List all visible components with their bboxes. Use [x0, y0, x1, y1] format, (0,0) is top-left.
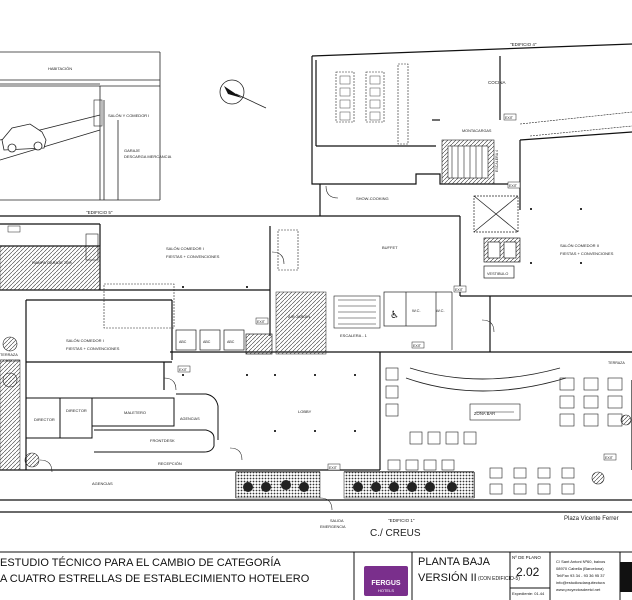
room-zona-bar: ZONA BAR: [474, 411, 495, 416]
room-salon-ii-sub: FIESTAS + CONVENCIONES: [560, 251, 614, 256]
plano-number: 2.02: [516, 565, 540, 579]
hatched-walls: [0, 245, 475, 499]
room-vestibulo: VESTIBULO: [487, 272, 508, 276]
room-rampa: RAMPA GARAJE 20%: [32, 260, 72, 265]
fergus-logo: FERGUS HOTELS: [364, 566, 408, 596]
wc-block: [383, 291, 453, 350]
room-recepcion: RECEPCIÓN: [158, 461, 182, 466]
expediente: Expediente: 01.44: [512, 591, 545, 596]
logo-name: FERGUS: [371, 580, 401, 587]
exit-3: EXIT: [455, 288, 464, 292]
room-salon-i-top-title: SALÓN COMEDOR I: [166, 246, 204, 251]
exit-6: EXIT: [179, 368, 188, 372]
section-garage: [0, 51, 161, 201]
plants: [243, 480, 457, 492]
label-salida: SALIDA: [330, 519, 344, 523]
room-cocina: COCINA: [488, 80, 506, 85]
room-lobby: LOBBY: [298, 409, 312, 414]
exit-1: EXIT: [505, 116, 514, 120]
room-terraza-left-sub: COMEDOR: [0, 359, 20, 363]
plan-version: VERSIÓN II: [418, 572, 477, 584]
abc-label-1: ABC: [179, 340, 187, 344]
office-block: [25, 393, 219, 453]
stairs-4: [441, 139, 495, 185]
study-title-line2: A CUATRO ESTRELLAS DE ESTABLECIMIENTO HO…: [0, 573, 310, 585]
plano-label: Nº DE PLANO: [512, 555, 541, 560]
exit-2: EXIT: [509, 184, 518, 188]
address-5: www.proyectosdeetcl.net: [556, 587, 601, 592]
room-show-cooking: SHOW-COOKING: [356, 196, 389, 201]
room-director-1: DIRECTOR: [34, 417, 55, 422]
room-salon-comedor-top: SALÓN Y COMEDOR I: [108, 113, 149, 118]
abc-label-3: ABC: [227, 340, 235, 344]
room-garaje: GARAJE: [124, 148, 140, 153]
room-agencias: AGENCIAS: [92, 481, 113, 486]
stairs-1: [333, 295, 381, 329]
label-street: C./ CREUS: [370, 528, 421, 539]
room-wc-2: W.C.: [436, 308, 445, 313]
stair-escalera-left: [85, 99, 103, 261]
label-edificio5: "EDIFICIO 5": [86, 210, 113, 215]
title-block-corner: [620, 562, 632, 592]
exit-7: EXIT: [329, 466, 338, 470]
abc-boxes: [175, 329, 273, 355]
room-escalera1: ESCALERA - 1: [340, 333, 368, 338]
north-arrow-icon: [219, 79, 267, 109]
label-salida-emergencia: EMERGENCIA: [320, 525, 346, 529]
label-terraza-right: TERRAZA: [608, 361, 625, 365]
label-edificio4: "EDIFICIO 4": [510, 42, 537, 47]
exit-4: EXIT: [257, 320, 266, 324]
abc-label-2: ABC: [203, 340, 211, 344]
kitchen-grid: [339, 75, 381, 121]
room-maletero: MALETERO: [124, 410, 146, 415]
address-1: C/ Sant Antoni Nº60, baixos: [556, 559, 606, 564]
bar-furniture: [385, 367, 623, 495]
room-habitacion: HABITACIÓN: [48, 66, 72, 71]
room-buffet: BUFFET: [382, 245, 398, 250]
room-salon-i-top-sub: FIESTAS + CONVENCIONES: [166, 254, 220, 259]
room-escalera4: ESCALERA 4: [495, 150, 499, 172]
room-air-jardin: AIR JARDIN: [288, 314, 310, 319]
room-agencias-side: AGENCIAS: [180, 417, 200, 421]
room-salon-ii-title: SALÓN COMEDOR II: [560, 243, 599, 248]
plan-name: PLANTA BAJA: [418, 556, 490, 568]
round-tables: [2, 336, 632, 485]
car-icon: [1, 123, 47, 153]
exit-8: EXIT: [605, 456, 614, 460]
room-salon-i-sub: FIESTAS + CONVENCIONES: [66, 346, 120, 351]
room-frontdesk: FRONTDESK: [150, 438, 175, 443]
exit-5: EXIT: [413, 344, 422, 348]
building-walls: [0, 43, 632, 513]
accessible-icon: ♿: [390, 310, 399, 321]
address-4: info@estudiosdarquitectura: [556, 580, 605, 585]
vestibule: [473, 195, 521, 279]
address-3: Tel/Fax 93 34 - 93 36 95 37: [556, 573, 605, 578]
column-dots: [182, 208, 582, 432]
room-montacargas: MONTACARGAS: [462, 129, 492, 133]
room-descarga: DESCARGA MERCANCIA: [124, 154, 172, 159]
plan-version-note: (CON EDIFICIO-5): [478, 576, 520, 582]
logo-sub: HOTELS: [377, 588, 394, 593]
address-2: 08970 Cabella (Barcelona): [556, 566, 604, 571]
room-terraza-left: TERRAZA: [0, 353, 18, 357]
room-salon-i-title: SALÓN COMEDOR I: [66, 338, 104, 343]
door-swings: [39, 185, 495, 511]
kitchen-fixtures: [103, 63, 632, 329]
room-director-2: DIRECTOR: [66, 408, 87, 413]
study-title-line1: ESTUDIO TÉCNICO PARA EL CAMBIO DE CATEGO…: [0, 557, 281, 569]
exit-signs: [7, 113, 617, 471]
label-edificio1: "EDIFICIO 1": [388, 518, 415, 523]
label-plaza: Plaza Vicente Ferrer: [564, 516, 619, 522]
room-wc-1: W.C.: [412, 308, 421, 313]
